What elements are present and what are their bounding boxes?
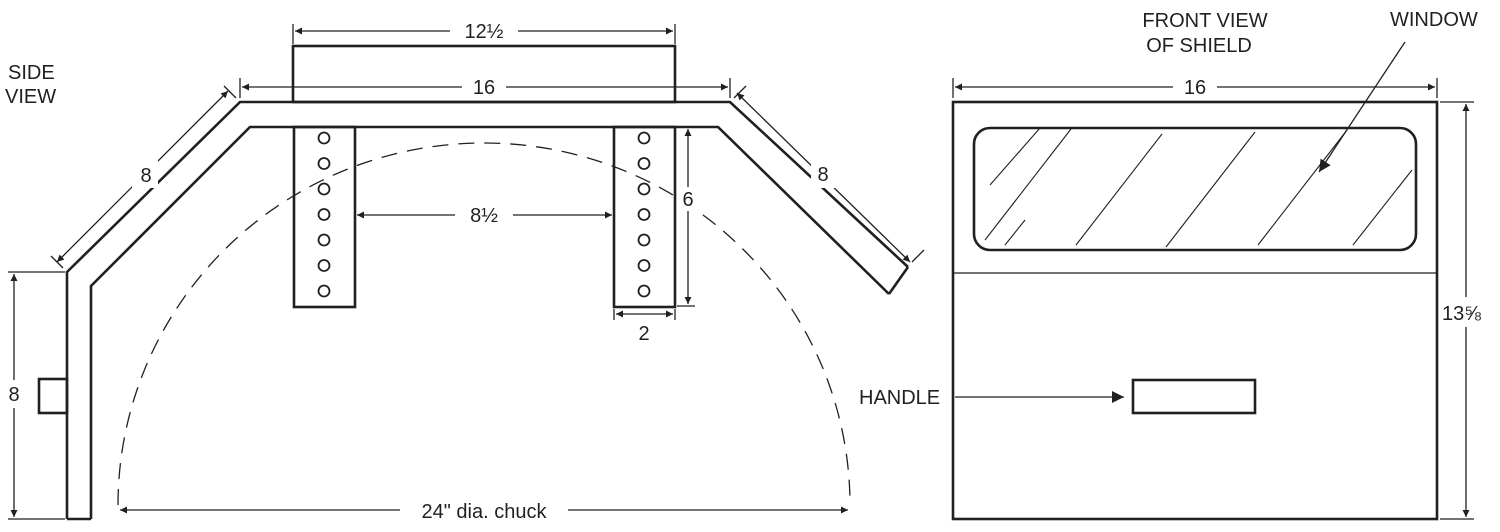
front-handle	[1131, 378, 1257, 415]
right-bracket	[612, 125, 677, 309]
shield-panel	[951, 100, 1439, 521]
bracket-hole	[317, 233, 331, 247]
front-view-title-line1: FRONT VIEW	[1142, 10, 1267, 32]
window	[972, 126, 1418, 252]
bracket-hole	[637, 284, 651, 298]
shield-profile-inner	[89, 125, 890, 519]
shield-right-end	[887, 266, 910, 295]
bracket-hole	[637, 208, 651, 221]
dim-left-height-label: 8	[8, 384, 19, 406]
side-view: 12½ 16 8 8 8½ 6 2	[3, 18, 925, 524]
chuck-outline-arc	[117, 142, 851, 506]
bracket-hole	[317, 182, 331, 196]
dim-bracket-height-label: 6	[682, 189, 693, 211]
side-handle	[37, 377, 69, 415]
bracket-hole	[317, 284, 331, 298]
left-bracket	[292, 125, 357, 309]
window-glass-hatching	[984, 128, 1413, 248]
window-label: WINDOW	[1390, 9, 1478, 31]
bracket-hole	[637, 131, 651, 145]
dim-front-height-label: 13⅝	[1442, 303, 1481, 325]
dim-left-slope-label: 8	[140, 165, 151, 187]
bracket-hole	[637, 157, 651, 170]
bracket-hole	[637, 259, 651, 272]
dim-overall-width-label: 16	[473, 77, 495, 99]
bracket-hole	[317, 208, 331, 221]
right-bracket-holes	[637, 131, 651, 298]
dim-top-width-label: 12½	[465, 21, 504, 43]
dim-bracket-width-label: 2	[638, 323, 649, 345]
bracket-hole	[317, 157, 331, 170]
dim-bracket-spacing-label: 8½	[470, 205, 498, 227]
dim-front-width-label: 16	[1184, 77, 1206, 99]
bracket-hole	[317, 131, 331, 145]
shield-profile-outer	[65, 100, 909, 519]
dim-right-slope-label: 8	[817, 164, 828, 186]
side-view-title-line1: SIDE	[8, 62, 55, 84]
front-view-title-line2: OF SHIELD	[1146, 35, 1252, 57]
bracket-hole	[637, 233, 651, 247]
chuck-diameter-label: 24" dia. chuck	[422, 501, 548, 523]
bracket-hole	[637, 182, 651, 196]
window-leader-arrow	[1318, 41, 1406, 173]
handle-label: HANDLE	[859, 387, 940, 409]
left-bracket-holes	[317, 131, 331, 298]
front-view: HANDLE WINDOW 16 13⅝ FRONT VIEW OF SHIEL…	[858, 9, 1498, 521]
side-view-title-line2: VIEW	[5, 86, 56, 108]
bracket-hole	[317, 259, 331, 272]
